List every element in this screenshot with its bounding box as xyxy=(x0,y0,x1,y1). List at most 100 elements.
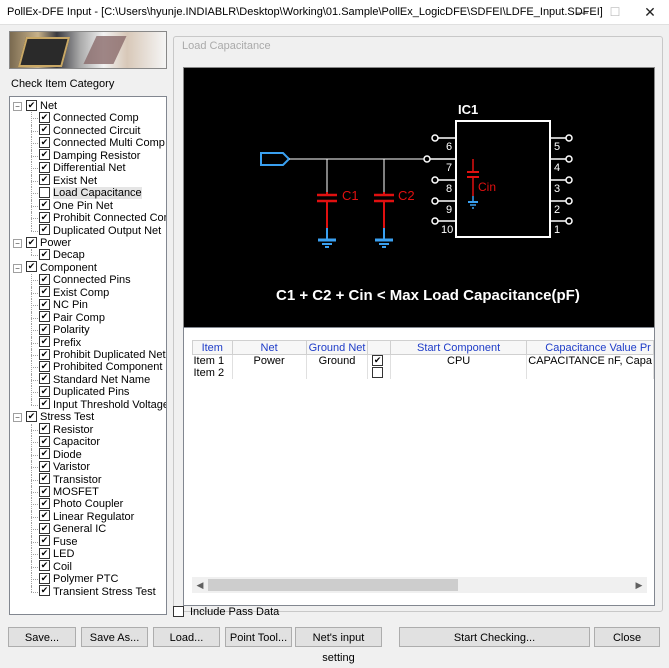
tree-checkbox[interactable] xyxy=(39,585,50,597)
tree-item-exist-net[interactable]: Exist Net xyxy=(39,174,97,187)
tree-checkbox[interactable] xyxy=(39,286,50,298)
tree-checkbox[interactable] xyxy=(39,136,50,148)
collapse-toggle-icon[interactable]: − xyxy=(13,102,22,111)
tree-item-standard-net-name[interactable]: Standard Net Name xyxy=(39,373,150,386)
tree-item-duplicated-output-net[interactable]: Duplicated Output Net xyxy=(39,224,161,237)
cell-capacitance-value[interactable] xyxy=(526,367,654,379)
tree-item-connected-comp[interactable]: Connected Comp xyxy=(39,112,139,124)
row-checkbox[interactable] xyxy=(372,354,384,366)
tree-checkbox[interactable] xyxy=(39,398,50,410)
include-pass-checkbox-box[interactable] xyxy=(173,605,184,617)
tree-item-nc-pin[interactable]: NC Pin xyxy=(39,298,88,311)
cell-item[interactable]: Item 2 xyxy=(192,367,233,379)
tree-item-load-capacitance[interactable]: Load Capacitance xyxy=(39,186,142,200)
cell-net[interactable] xyxy=(232,367,307,379)
tree-checkbox[interactable] xyxy=(39,311,50,323)
col-header-check[interactable] xyxy=(367,340,391,355)
col-header-start-component[interactable]: Start Component xyxy=(389,340,528,355)
tree-checkbox[interactable] xyxy=(39,423,50,435)
grid-horizontal-scrollbar[interactable]: ◀ ▶ xyxy=(192,577,647,593)
tree-checkbox[interactable] xyxy=(39,448,50,460)
tree-checkbox[interactable] xyxy=(39,174,50,186)
tree-item-transient-stress-test[interactable]: Transient Stress Test xyxy=(39,585,156,598)
tree-item-coil[interactable]: Coil xyxy=(39,560,72,573)
tree-item-connected-multi-comp[interactable]: Connected Multi Comp xyxy=(39,136,165,149)
tree-item-connected-pins[interactable]: Connected Pins xyxy=(39,273,131,286)
tree-checkbox[interactable] xyxy=(39,323,50,335)
tree-item-transistor[interactable]: Transistor xyxy=(39,473,102,486)
tree-item-differential-net[interactable]: Differential Net xyxy=(39,161,126,174)
tree-item-power[interactable]: Power xyxy=(26,236,71,249)
tree-checkbox[interactable] xyxy=(39,361,50,373)
tree-item-net[interactable]: Net xyxy=(26,99,57,112)
tree-item-diode[interactable]: Diode xyxy=(39,448,82,461)
tree-checkbox[interactable] xyxy=(26,261,37,273)
tree-item-mosfet[interactable]: MOSFET xyxy=(39,485,99,498)
col-header-item[interactable]: Item xyxy=(192,340,233,355)
tree-checkbox[interactable] xyxy=(26,236,37,248)
tree-item-varistor[interactable]: Varistor xyxy=(39,460,90,473)
tree-item-input-threshold-voltage[interactable]: Input Threshold Voltage xyxy=(39,398,166,411)
tree-item-linear-regulator[interactable]: Linear Regulator xyxy=(39,510,134,523)
tree-checkbox[interactable] xyxy=(39,248,50,260)
cell-check[interactable] xyxy=(367,367,391,379)
cell-ground-net[interactable]: Ground xyxy=(306,354,369,367)
include-pass-data-checkbox[interactable]: Include Pass Data xyxy=(173,605,279,618)
tree-checkbox[interactable] xyxy=(39,522,50,534)
point-tool-button[interactable]: Point Tool... xyxy=(225,627,292,647)
tree-item-resistor[interactable]: Resistor xyxy=(39,423,93,436)
tree-item-duplicated-pins[interactable]: Duplicated Pins xyxy=(39,385,129,398)
tree-item-connected-circuit[interactable]: Connected Circuit xyxy=(39,124,140,137)
save-as-button[interactable]: Save As... xyxy=(81,627,148,647)
tree-item-component[interactable]: Component xyxy=(26,261,97,274)
minimize-button[interactable]: — xyxy=(576,5,588,19)
tree-item-prefix[interactable]: Prefix xyxy=(39,336,81,349)
tree-checkbox[interactable] xyxy=(39,336,50,348)
close-window-button[interactable]: ✕ xyxy=(644,4,656,20)
tree-checkbox[interactable] xyxy=(26,99,37,111)
tree-item-capacitor[interactable]: Capacitor xyxy=(39,435,100,448)
scroll-left-icon[interactable]: ◀ xyxy=(196,580,204,590)
start-checking-button[interactable]: Start Checking... xyxy=(399,627,590,647)
tree-checkbox[interactable] xyxy=(39,485,50,497)
tree-checkbox[interactable] xyxy=(39,161,50,173)
maximize-button[interactable]: ☐ xyxy=(609,5,621,19)
save-button[interactable]: Save... xyxy=(8,627,76,647)
tree-item-decap[interactable]: Decap xyxy=(39,248,85,261)
tree-item-led[interactable]: LED xyxy=(39,547,74,560)
cell-item[interactable]: Item 1 xyxy=(192,354,233,367)
tree-checkbox[interactable] xyxy=(39,199,50,211)
tree-item-polymer-ptc[interactable]: Polymer PTC xyxy=(39,572,118,585)
scrollbar-thumb[interactable] xyxy=(208,579,458,591)
tree-item-prohibit-connected-comp[interactable]: Prohibit Connected Comp xyxy=(39,211,166,224)
tree-item-stress-test[interactable]: Stress Test xyxy=(26,410,94,423)
tree-checkbox[interactable] xyxy=(39,373,50,385)
tree-checkbox[interactable] xyxy=(39,186,50,198)
cell-capacitance-value[interactable]: CAPACITANCE nF, Capa xyxy=(526,354,654,367)
tree-checkbox[interactable] xyxy=(39,572,50,584)
tree-checkbox[interactable] xyxy=(39,473,50,485)
col-header-net[interactable]: Net xyxy=(231,340,307,355)
tree-item-exist-comp[interactable]: Exist Comp xyxy=(39,286,109,299)
tree-checkbox[interactable] xyxy=(39,385,50,397)
tree-checkbox[interactable] xyxy=(39,535,50,547)
tree-checkbox[interactable] xyxy=(39,112,50,124)
tree-checkbox[interactable] xyxy=(39,460,50,472)
tree-item-pair-comp[interactable]: Pair Comp xyxy=(39,311,105,324)
cell-net[interactable]: Power xyxy=(232,354,307,367)
collapse-toggle-icon[interactable]: − xyxy=(13,263,22,273)
tree-checkbox[interactable] xyxy=(39,149,50,161)
tree-checkbox[interactable] xyxy=(39,298,50,310)
tree-item-general-ic[interactable]: General IC xyxy=(39,522,106,535)
tree-item-polarity[interactable]: Polarity xyxy=(39,323,90,336)
cell-check[interactable] xyxy=(367,354,391,367)
table-row[interactable]: Item 2 xyxy=(192,367,654,379)
close-button[interactable]: Close xyxy=(594,627,660,647)
tree-checkbox[interactable] xyxy=(39,547,50,559)
tree-item-prohibited-component[interactable]: Prohibited Component xyxy=(39,361,162,373)
cell-start-component[interactable] xyxy=(390,367,528,379)
load-capacitance-grid[interactable]: Item Net Ground Net Start Component Capa… xyxy=(183,327,655,606)
table-row[interactable]: Item 1 Power Ground CPU CAPACITANCE nF, … xyxy=(192,354,654,367)
check-item-tree[interactable]: Net−Connected CompConnected CircuitConne… xyxy=(9,96,167,615)
cell-start-component[interactable]: CPU xyxy=(390,354,528,367)
